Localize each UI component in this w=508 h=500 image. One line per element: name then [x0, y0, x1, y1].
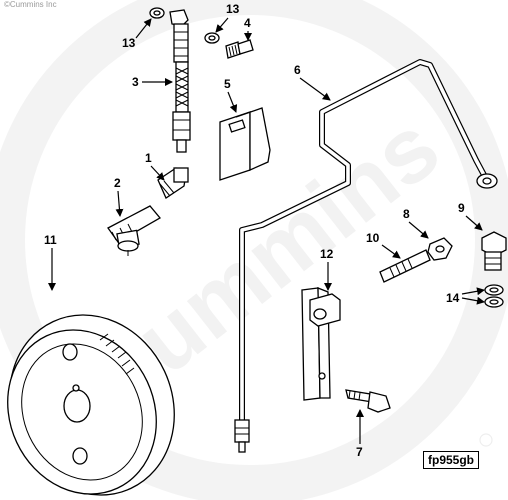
callout-5: 5: [224, 77, 238, 113]
callout-1: 1: [145, 151, 165, 181]
part-11-gear: [7, 314, 175, 496]
part-14-washers: [484, 284, 504, 308]
callout-13-right: 13: [215, 2, 240, 33]
part-1-elbow-fitting: [157, 167, 189, 199]
callout-2-label: 2: [114, 176, 121, 190]
part-8-nut: [427, 237, 453, 261]
callout-10-label: 10: [366, 231, 380, 245]
copyright-notice: ©Cummins Inc: [4, 0, 57, 9]
callout-9-label: 9: [458, 201, 465, 215]
callout-11: 11: [44, 233, 57, 291]
part-2-tee-fitting: [107, 205, 161, 256]
callout-10: 10: [366, 231, 401, 259]
part-4-bolt: [225, 39, 254, 59]
callout-8: 8: [403, 207, 429, 239]
part-10-stud: [379, 249, 431, 283]
callout-2: 2: [114, 176, 124, 217]
part-5-bracket: [219, 107, 271, 181]
callout-3: 3: [132, 75, 173, 89]
part-3-hose-assembly: [169, 9, 191, 153]
callout-12-label: 12: [320, 247, 334, 261]
callout-6: 6: [294, 63, 331, 101]
callout-14-label: 14: [446, 291, 460, 305]
callout-12: 12: [320, 247, 334, 291]
callout-6-label: 6: [294, 63, 301, 77]
part-7-bolt: [345, 389, 391, 413]
figure-code: fp955gb: [423, 451, 480, 469]
callout-7: 7: [356, 409, 364, 459]
part-13-washer-right: [204, 32, 220, 44]
callout-8-label: 8: [403, 207, 410, 221]
part-12-support-bracket: [301, 287, 341, 401]
callout-9: 9: [458, 201, 483, 231]
callout-5-label: 5: [224, 77, 231, 91]
callout-1-label: 1: [145, 151, 152, 165]
part-6-tube: [234, 59, 498, 453]
callout-13-right-label: 13: [226, 2, 240, 16]
callout-4: 4: [244, 16, 252, 41]
callout-4-label: 4: [244, 16, 251, 30]
callout-3-label: 3: [132, 75, 139, 89]
registered-mark: [479, 433, 493, 447]
callout-13-left-label: 13: [122, 36, 136, 50]
callout-13-left: 13: [122, 18, 152, 50]
part-13-washer-left: [149, 7, 165, 19]
part-9-banjo-bolt: [481, 231, 507, 271]
callout-11-label: 11: [44, 233, 57, 247]
callout-14: 14: [446, 287, 485, 305]
callout-7-label: 7: [356, 445, 363, 459]
